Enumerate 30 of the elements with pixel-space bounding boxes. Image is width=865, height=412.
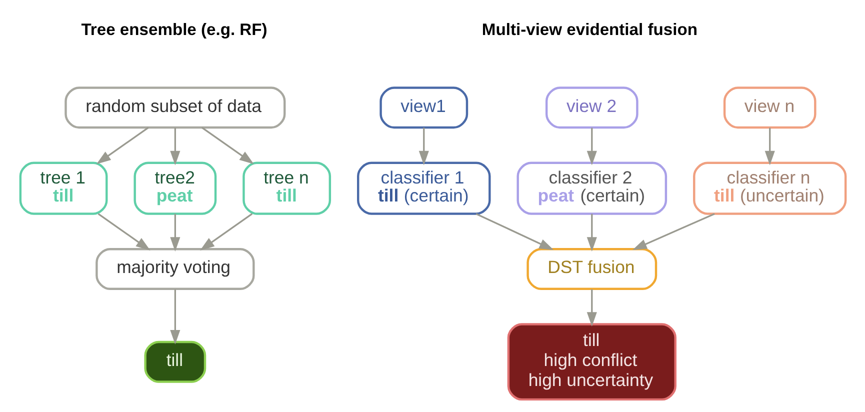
arrow [200, 213, 252, 250]
node-box: view 2 [544, 86, 638, 129]
arrow [764, 128, 774, 166]
node-box: view n [722, 86, 816, 129]
node-box: till high conflict high uncertainty [506, 323, 676, 401]
node-box: till [144, 340, 206, 383]
node-box: tree2 peat [133, 162, 216, 215]
node-box: majority voting [95, 248, 254, 290]
node-box: view1 [379, 86, 468, 129]
node-box: tree n till [242, 162, 331, 215]
arrow [170, 214, 180, 252]
arrow [96, 126, 148, 164]
node-box: DST fusion [526, 248, 657, 290]
node-box: classifier 2 peat (certain) [516, 162, 667, 215]
arrow [97, 213, 150, 250]
arrow [586, 289, 596, 326]
arrow [586, 128, 596, 166]
arrow [200, 126, 254, 164]
arrow [475, 213, 554, 250]
label: Tree ensemble (e.g. RF) [80, 20, 267, 40]
arrow [418, 128, 428, 166]
arrow [586, 214, 596, 252]
node-box: tree 1 till [18, 162, 108, 215]
arrow [170, 289, 180, 344]
node-box: classifier n till (uncertain) [692, 162, 846, 215]
arrow [632, 213, 714, 250]
node-box: classifier 1 till (certain) [356, 162, 490, 215]
label: Multi-view evidential fusion [481, 20, 697, 40]
arrow [170, 128, 180, 166]
node-box: random subset of data [64, 86, 286, 129]
